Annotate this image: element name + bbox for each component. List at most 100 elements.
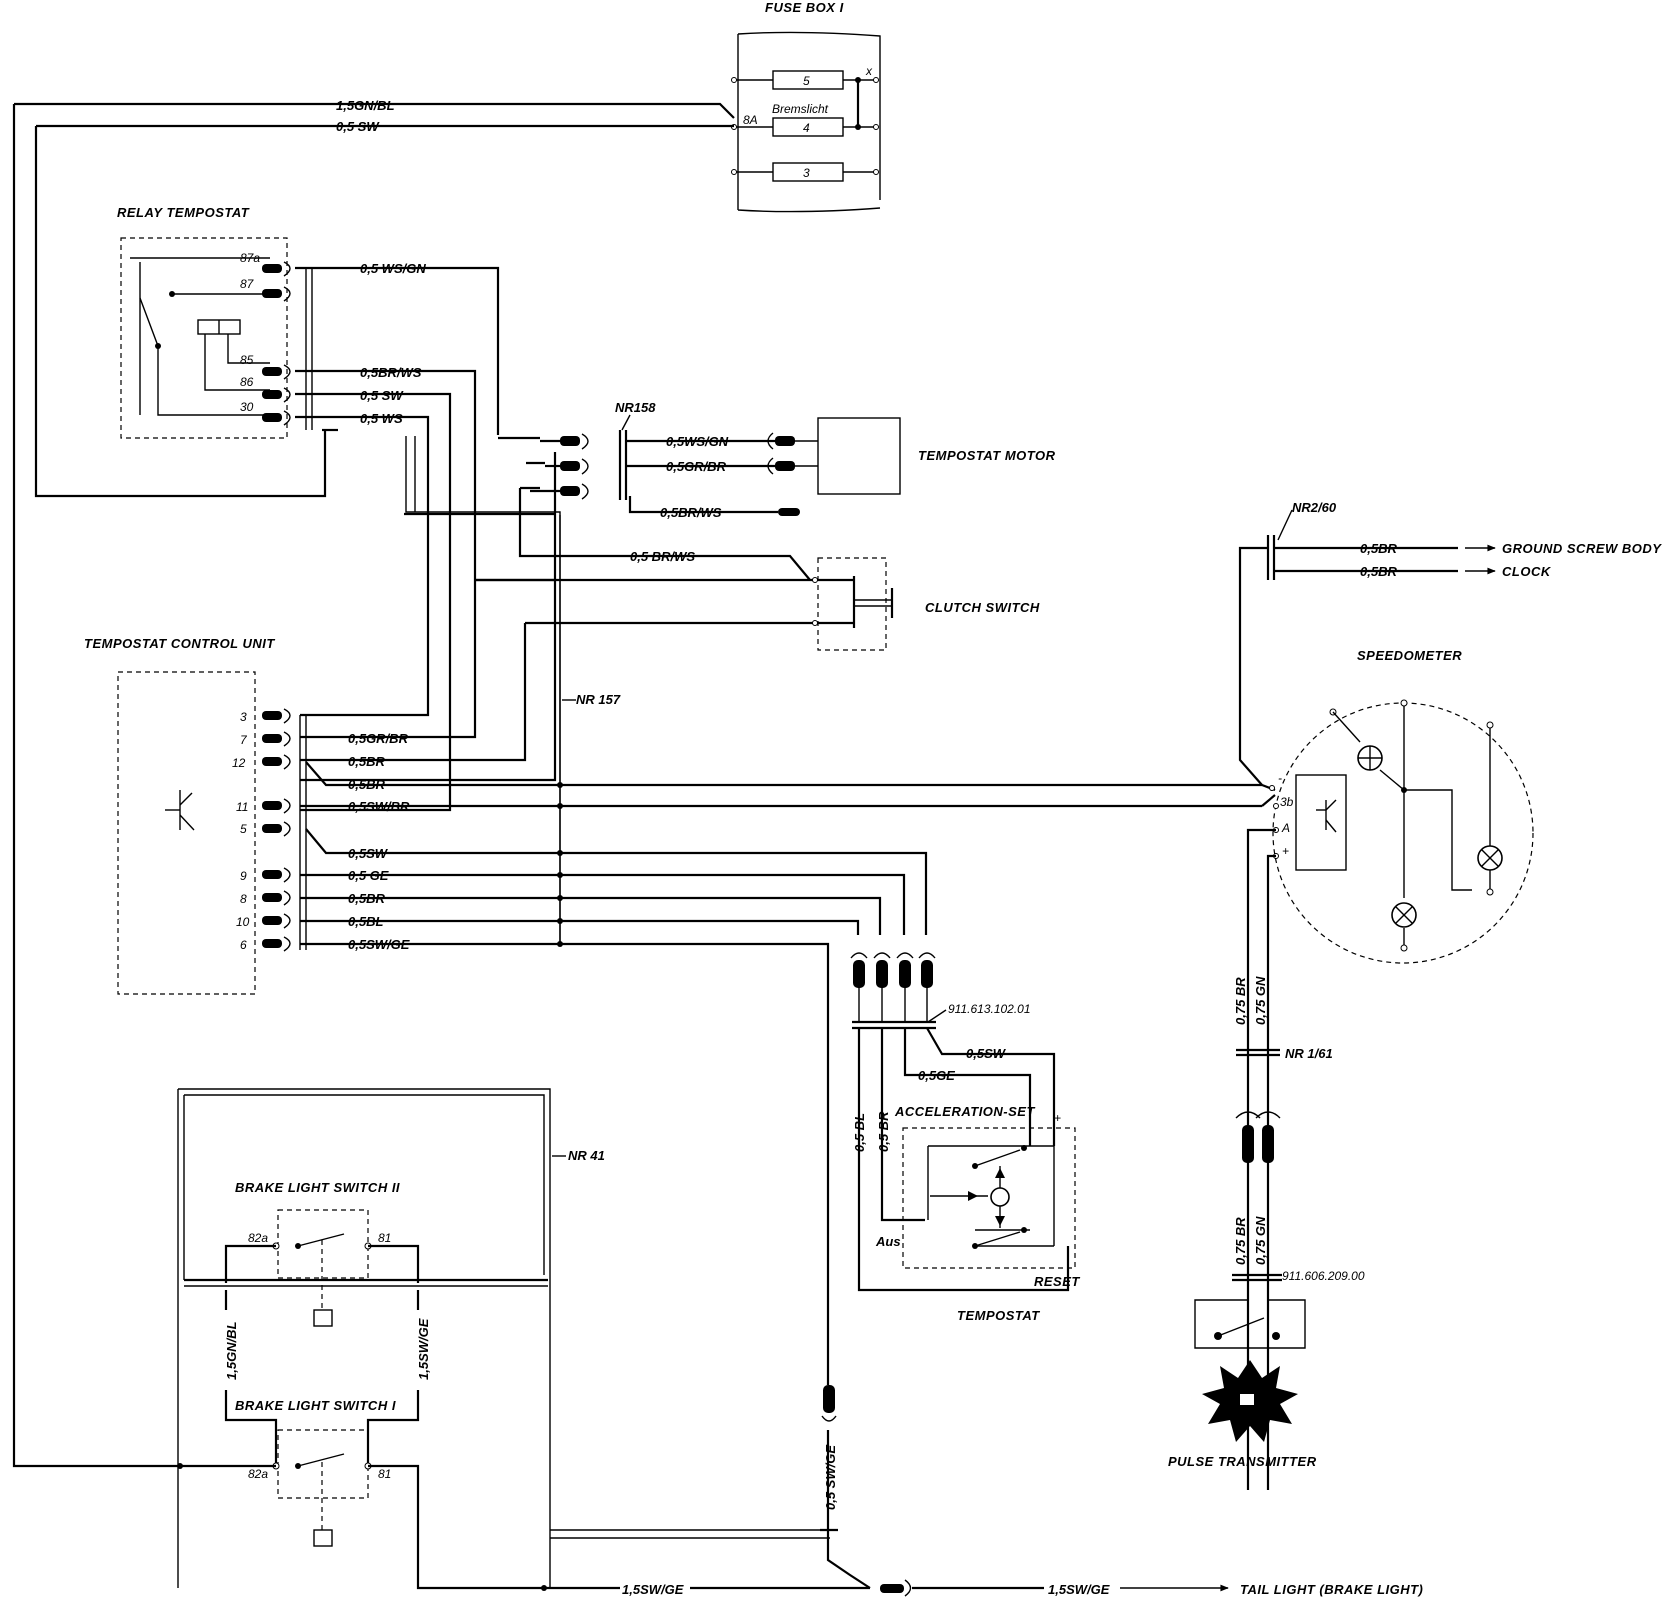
fuse-3-label: 3 (803, 166, 810, 180)
wire-label-05sw-5: 0,5SW (348, 846, 389, 861)
wire-label-15gnbl: 1,5GN/BL (336, 98, 395, 113)
wire-label-075gn-b: 0,75 GN (1253, 1216, 1268, 1265)
tempostat-control-unit: TEMPOSTAT CONTROL UNIT 3 7 12 11 5 9 8 1… (84, 636, 307, 995)
relay-tempostat: RELAY TEMPOSTAT 87a 87 85 86 30 (117, 205, 338, 439)
speedometer-module (1295, 774, 1347, 871)
cu-pin-8: 8 (240, 892, 247, 906)
bs2-pin-81: 81 (378, 1231, 391, 1245)
relay-pin-87a: 87a (240, 251, 260, 265)
motor-box (817, 417, 901, 495)
wire-label-05br-v: 0,5 BR (876, 1111, 891, 1152)
fuse-box: FUSE BOX I 5 4 x Bremslicht 8A 3 (731, 0, 881, 213)
nr158-label: NR158 (615, 400, 656, 415)
wire-label-05ge-tempo: 0,5GE (918, 1068, 955, 1083)
wire-label-05ws: 0,5 WS (360, 411, 403, 426)
wire-label-05bl-v: 0,5 BL (852, 1113, 867, 1152)
control-unit-title: TEMPOSTAT CONTROL UNIT (84, 636, 275, 651)
wire-label-15swge-h1: 1,5SW/GE (622, 1582, 684, 1597)
tempostat-plus: + (1054, 1111, 1061, 1125)
wire-label-05brws-clutch: 0,5 BR/WS (630, 549, 695, 564)
tail-light-wire: 0,5 SW/GE 1,5SW/GE 1,5SW/GE TAIL LIGHT (… (550, 1300, 1423, 1597)
cu-plugs (262, 708, 291, 952)
speedo-pin-minus: - (1278, 771, 1282, 785)
bs1-pin-82a: 82a (248, 1467, 268, 1481)
aus-label: Aus (875, 1234, 901, 1249)
wire-label-075br-b: 0,75 BR (1233, 1217, 1248, 1265)
motor-title: TEMPOSTAT MOTOR (918, 448, 1056, 463)
fuse-box-title: FUSE BOX I (765, 0, 844, 15)
part-911613-label: 911.613.102.01 (948, 1002, 1031, 1016)
relay-pin-85: 85 (240, 353, 254, 367)
wire-label-15swge-h2: 1,5SW/GE (1048, 1582, 1110, 1597)
wire-label-05brws-relay: 0,5BR/WS (360, 365, 422, 380)
cu-pin-9: 9 (240, 869, 247, 883)
cu-pin-10: 10 (236, 915, 250, 929)
motor-wires: 0,5WS/GN 0,5GR/BR 0,5BR/WS (626, 434, 800, 520)
brake-switch-1-title: BRAKE LIGHT SWITCH I (235, 1398, 396, 1413)
speedometer-title: SPEEDOMETER (1357, 648, 1462, 663)
cu-pin-12: 12 (232, 756, 246, 770)
speedometer: SPEEDOMETER 3b A + - (1246, 648, 1534, 1490)
wire-label-05brws-158: 0,5BR/WS (660, 505, 722, 520)
wire-label-05sw: 0,5 SW (336, 119, 380, 134)
nr260-connector: NR2/60 0,5BR GROUND SCREW BODY 0,5BR CLO… (1238, 500, 1662, 807)
relay-pin-87: 87 (240, 277, 255, 291)
wire-label-05br-clock: 0,5BR (1360, 564, 1397, 579)
wire-label-15swge-v: 1,5SW/GE (416, 1318, 431, 1380)
wire-label-05swbr: 0,5SW/BR (348, 799, 410, 814)
nr260-label: NR2/60 (1292, 500, 1337, 515)
wire-label-05br-12a: 0,5BR (348, 754, 385, 769)
bs2-pin-82a: 82a (248, 1231, 268, 1245)
cu-pin-5: 5 (240, 822, 247, 836)
clutch-title: CLUTCH SWITCH (925, 600, 1040, 615)
tempostat-motor: TEMPOSTAT MOTOR (767, 417, 1056, 495)
control-unit-wires: 0,5GR/BR 0,5BR 0,5BR 0,5SW/BR 0,5SW 0,5 … (300, 692, 1262, 1300)
speedo-pin-3b: 3b (1280, 795, 1294, 809)
cu-pin-7: 7 (240, 733, 248, 747)
wire-label-05br-12b: 0,5BR (348, 777, 385, 792)
relay-wires: 0,5 WS/GN 0,5BR/WS 0,5 SW 0,5 WS 0,5 BR/… (295, 261, 815, 944)
clutch-switch: CLUTCH SWITCH (812, 557, 1040, 651)
pulse-transmitter-section: 0,75 BR 0,75 GN NR 1/61 0,75 BR 0,75 GN … (1168, 976, 1365, 1469)
top-feed-wires: 1,5GN/BL 0,5 SW (12, 98, 735, 1246)
wire-label-05sw-tempo: 0,5SW (966, 1046, 1007, 1061)
wire-label-05sw-relay: 0,5 SW (360, 388, 404, 403)
brake-switch-2-title: BRAKE LIGHT SWITCH II (235, 1180, 400, 1195)
wire-label-05swge-v: 0,5 SW/GE (823, 1445, 838, 1510)
nr41-label: NR 41 (568, 1148, 605, 1163)
wire-label-05wsgn-motor: 0,5WS/GN (666, 434, 729, 449)
fuse-5-label: 5 (803, 74, 810, 88)
wire-label-05swge: 0,5SW/GE (348, 937, 410, 952)
wire-label-05br-ground: 0,5BR (1360, 541, 1397, 556)
relay-pin-30: 30 (240, 400, 254, 414)
wire-label-05wsgn: 0,5 WS/GN (360, 261, 426, 276)
tempostat-title: TEMPOSTAT (957, 1308, 1040, 1323)
wire-label-075br-a: 0,75 BR (1233, 977, 1248, 1025)
pulse-transmitter-title: PULSE TRANSMITTER (1168, 1454, 1317, 1469)
cu-pin-3: 3 (240, 710, 247, 724)
cu-pin-11: 11 (236, 800, 248, 814)
bs1-pin-81: 81 (378, 1467, 391, 1481)
wire-label-05bl: 0,5BL (348, 914, 383, 929)
relay-pin-86: 86 (240, 375, 254, 389)
fuse-4-label: 4 (803, 121, 810, 135)
speedo-pin-plus: + (1282, 844, 1289, 858)
wire-label-075gn-a: 0,75 GN (1253, 976, 1268, 1025)
nr161-label: NR 1/61 (1285, 1046, 1333, 1061)
acceleration-set-label: ACCELERATION-SET (894, 1104, 1035, 1119)
nr157-label: NR 157 (576, 692, 621, 707)
nr158-connector: NR158 (530, 400, 656, 500)
wire-label-05br-8: 0,5BR (348, 891, 385, 906)
wire-label-05grbr-cu: 0,5GR/BR (348, 731, 409, 746)
part-911606-label: 911.606.209.00 (1282, 1269, 1365, 1283)
wire-label-05ge: 0,5 GE (348, 868, 389, 883)
wire-label-05grbr-motor: 0,5GR/BR (666, 459, 727, 474)
reset-label: RESET (1034, 1274, 1080, 1289)
wire-label-15gnbl-v: 1,5GN/BL (224, 1321, 239, 1380)
speedo-pin-a: A (1281, 821, 1290, 835)
fuse-x-mark: x (865, 64, 873, 78)
ground-dest: GROUND SCREW BODY (1502, 541, 1662, 556)
relay-plugs (262, 261, 291, 426)
connector-911-613: 911.613.102.01 0,5SW 0,5GE 0,5 BL 0,5 BR (850, 952, 1070, 1292)
